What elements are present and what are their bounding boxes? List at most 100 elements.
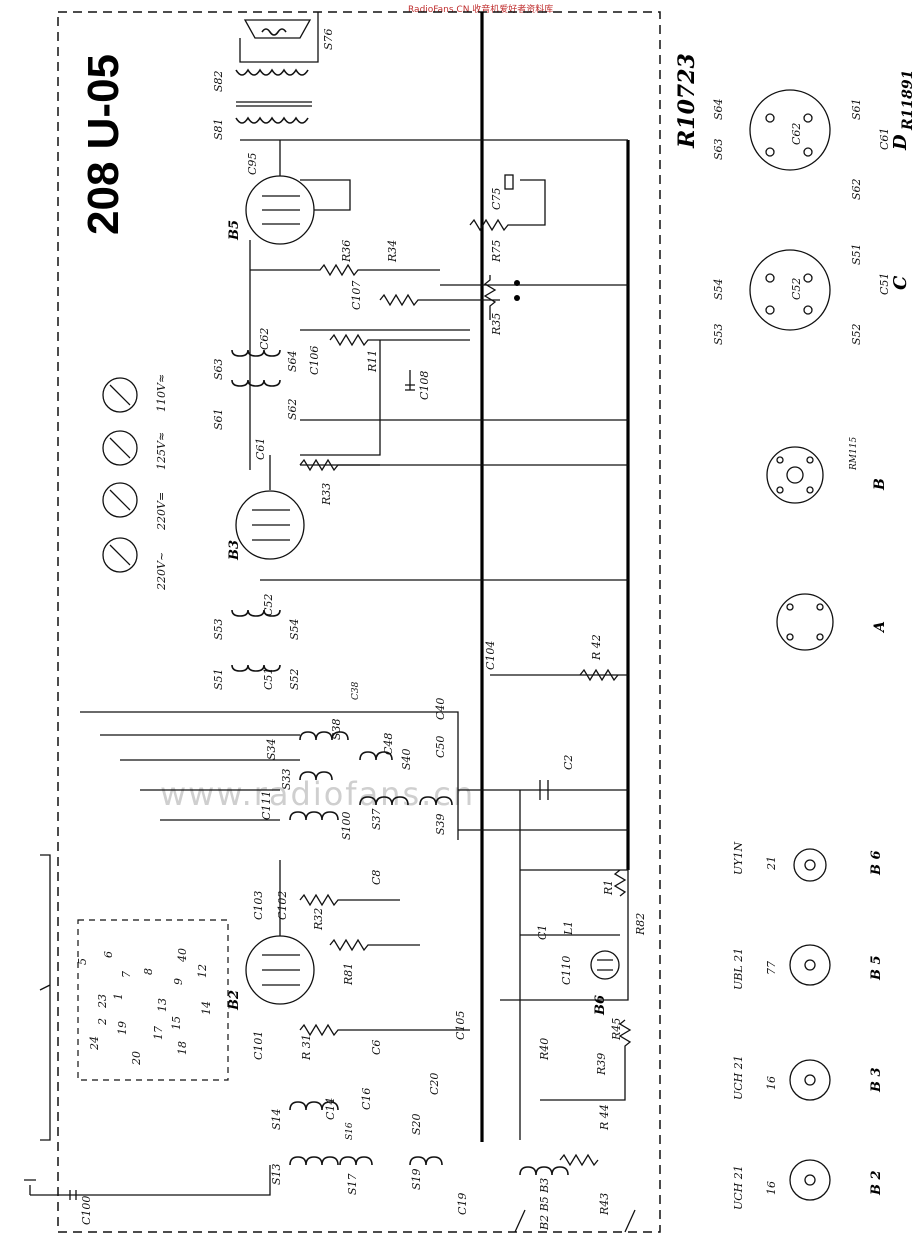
resistor-r42 — [579, 668, 619, 682]
resistor-r75 — [469, 179, 546, 232]
tube-label-b2: B2 — [227, 990, 242, 1011]
mains-switch — [514, 1209, 636, 1233]
label-c48: C48 — [382, 733, 395, 755]
capacitor-c75 — [504, 174, 514, 190]
label-c20: C20 — [428, 1073, 441, 1095]
label-r1: R1 — [602, 880, 615, 896]
label-c52: C52 — [790, 278, 803, 300]
label-c16: C16 — [360, 1088, 373, 1110]
switch-num-19: 19 — [116, 1021, 129, 1035]
voltage-label-3: 125V≈ — [155, 432, 168, 470]
switch-num-13: 13 — [156, 998, 169, 1012]
transformer-core — [236, 101, 312, 107]
transformer-secondary — [235, 68, 309, 76]
label-c14: C14 — [324, 1098, 337, 1120]
aerial-input — [24, 1165, 271, 1200]
label-s38: S38 — [330, 718, 343, 740]
resistor-r81 — [329, 938, 420, 952]
coil-s63 — [231, 349, 281, 357]
label-s52: S52 — [288, 668, 301, 690]
tube-label-b5: B5 — [227, 220, 242, 241]
label-c110: C110 — [560, 956, 573, 985]
coil-socket-c — [749, 249, 831, 331]
label-s64: S64 — [286, 350, 299, 372]
switch-num-5: 5 — [76, 958, 89, 965]
label-s64: S64 — [712, 98, 725, 120]
label-r39: R39 — [595, 1053, 608, 1076]
label-r33: R33 — [320, 483, 333, 506]
switch-num-17: 17 — [152, 1026, 165, 1040]
label-c2: C2 — [562, 755, 575, 770]
label-s61: S61 — [850, 98, 863, 120]
label-c106: C106 — [308, 346, 321, 375]
tube-label-b6: B6 — [593, 995, 608, 1016]
capacitor-c2 — [519, 780, 549, 1140]
label-s63: S63 — [712, 138, 725, 160]
label-c100: C100 — [80, 1196, 93, 1225]
coil-s51 — [231, 664, 281, 672]
label-c61: C61 — [878, 128, 891, 150]
label-s19: S19 — [410, 1168, 423, 1190]
model-title: 208 U-05 — [79, 54, 128, 235]
wire — [80, 711, 459, 840]
label-c52: C52 — [262, 594, 275, 616]
switch-num-23: 23 — [96, 994, 109, 1009]
label-r82: R82 — [634, 913, 647, 936]
label-r43: R43 — [598, 1193, 611, 1216]
coil-s53 — [231, 609, 281, 617]
tube-base-b3 — [789, 1059, 831, 1101]
switch-num-1: 1 — [112, 993, 125, 1000]
voltage-selector: 220V~ 220V= 125V≈ 110V≈ — [102, 374, 168, 591]
tube-base-b2 — [789, 1159, 831, 1201]
resistor-r43 — [559, 1153, 599, 1167]
label-r42: R 42 — [590, 634, 603, 661]
tube-pin-b3: 16 — [765, 1076, 778, 1090]
label-s39: S39 — [434, 813, 447, 835]
coil-s100 — [289, 811, 339, 821]
socket-rm: RM115 — [849, 437, 859, 471]
label-s54: S54 — [288, 618, 301, 640]
label-s13: S13 — [270, 1163, 283, 1185]
coil-s34 — [299, 731, 349, 741]
coil-s39 — [419, 796, 453, 806]
switch-num-2: 2 — [96, 1018, 109, 1026]
socket-label-d: D — [890, 134, 911, 151]
label-c75: C75 — [490, 188, 503, 210]
wire — [500, 869, 629, 1001]
switch-num-12: 12 — [196, 964, 209, 978]
label-c95: C95 — [246, 153, 259, 175]
tube-type-b3: UCH 21 — [732, 1055, 745, 1100]
label-c1: C1 — [536, 925, 549, 940]
label-s61: S61 — [212, 408, 225, 430]
label-c6: C6 — [370, 1040, 383, 1055]
wire — [300, 329, 470, 456]
switch-num-14: 14 — [200, 1001, 213, 1015]
label-c8: C8 — [370, 870, 383, 885]
switch-num-8: 8 — [142, 968, 155, 975]
socket-label-c: C — [890, 275, 911, 290]
coil-s38 — [359, 751, 393, 761]
resistor-r31 — [299, 1023, 470, 1037]
chassis-outline — [57, 11, 661, 1233]
tube-b5 — [245, 140, 351, 245]
label-c50: C50 — [434, 736, 447, 758]
label-r31: R 31 — [300, 1034, 313, 1061]
coil-b-filament — [519, 1166, 569, 1176]
label-s51: S51 — [212, 668, 225, 690]
label-s14: S14 — [270, 1108, 283, 1130]
label-s62: S62 — [286, 398, 299, 420]
resistor-r32 — [299, 893, 400, 907]
tube-table-label-b5: B 5 — [869, 955, 884, 981]
label-s37: S37 — [370, 808, 383, 830]
tube-table-label-b6: B 6 — [869, 850, 884, 876]
voltage-label-2: 220V= — [155, 492, 168, 531]
wave-switch-outline — [77, 919, 229, 1081]
coil-socket-b — [766, 446, 824, 504]
label-c101: C101 — [252, 1031, 265, 1060]
watermark-center: www.radiofans.cn — [160, 775, 475, 813]
label-r34: R34 — [386, 240, 399, 263]
tube-b3 — [235, 455, 305, 560]
resistor-r45 — [540, 1019, 632, 1101]
label-s17: S17 — [346, 1173, 359, 1195]
